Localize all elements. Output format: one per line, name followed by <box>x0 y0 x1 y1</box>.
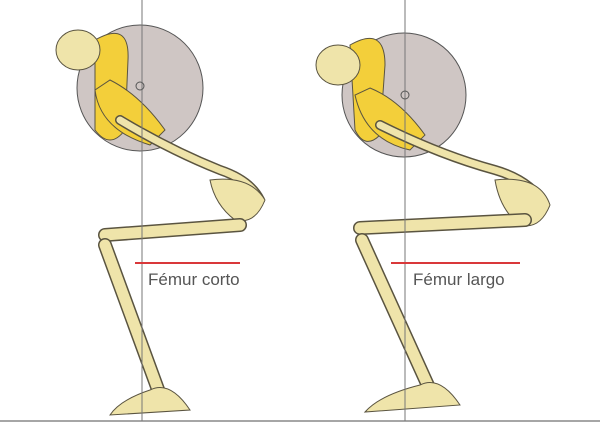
skull-right <box>315 44 361 86</box>
label-short-femur: Fémur corto <box>148 270 240 289</box>
skeleton-long-femur <box>315 32 551 413</box>
skull-left <box>55 29 101 71</box>
label-long-femur: Fémur largo <box>413 270 505 289</box>
skeleton-short-femur <box>55 24 266 416</box>
pelvis-left <box>209 178 266 222</box>
foot-left <box>109 387 191 416</box>
foot-right <box>363 382 461 413</box>
pelvis-right <box>494 178 551 227</box>
